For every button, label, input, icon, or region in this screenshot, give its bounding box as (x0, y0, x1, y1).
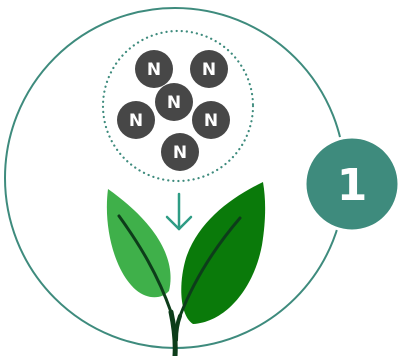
nitrogen-atom: N (135, 50, 173, 88)
svg-text:N: N (173, 143, 187, 163)
svg-text:N: N (204, 111, 218, 131)
step-number-badge: 1 (303, 135, 401, 233)
nitrogen-atom: N (155, 83, 193, 121)
svg-text:N: N (202, 60, 216, 80)
step-number: 1 (337, 160, 368, 211)
right-leaf (181, 182, 266, 324)
nitrogen-atom: N (117, 101, 155, 139)
svg-text:N: N (147, 60, 161, 80)
nitrogen-cluster-ring (101, 29, 255, 183)
svg-text:N: N (129, 111, 143, 131)
nitrogen-atom: N (192, 101, 230, 139)
right-leaf-vein (178, 216, 242, 318)
nitrogen-atom: N (190, 50, 228, 88)
plant-stem-joint (174, 314, 182, 342)
nitrogen-atom: N (161, 133, 199, 171)
down-arrow-icon (165, 192, 193, 231)
left-leaf-vein (117, 214, 173, 314)
outer-circle (4, 7, 346, 349)
svg-text:N: N (167, 93, 181, 113)
